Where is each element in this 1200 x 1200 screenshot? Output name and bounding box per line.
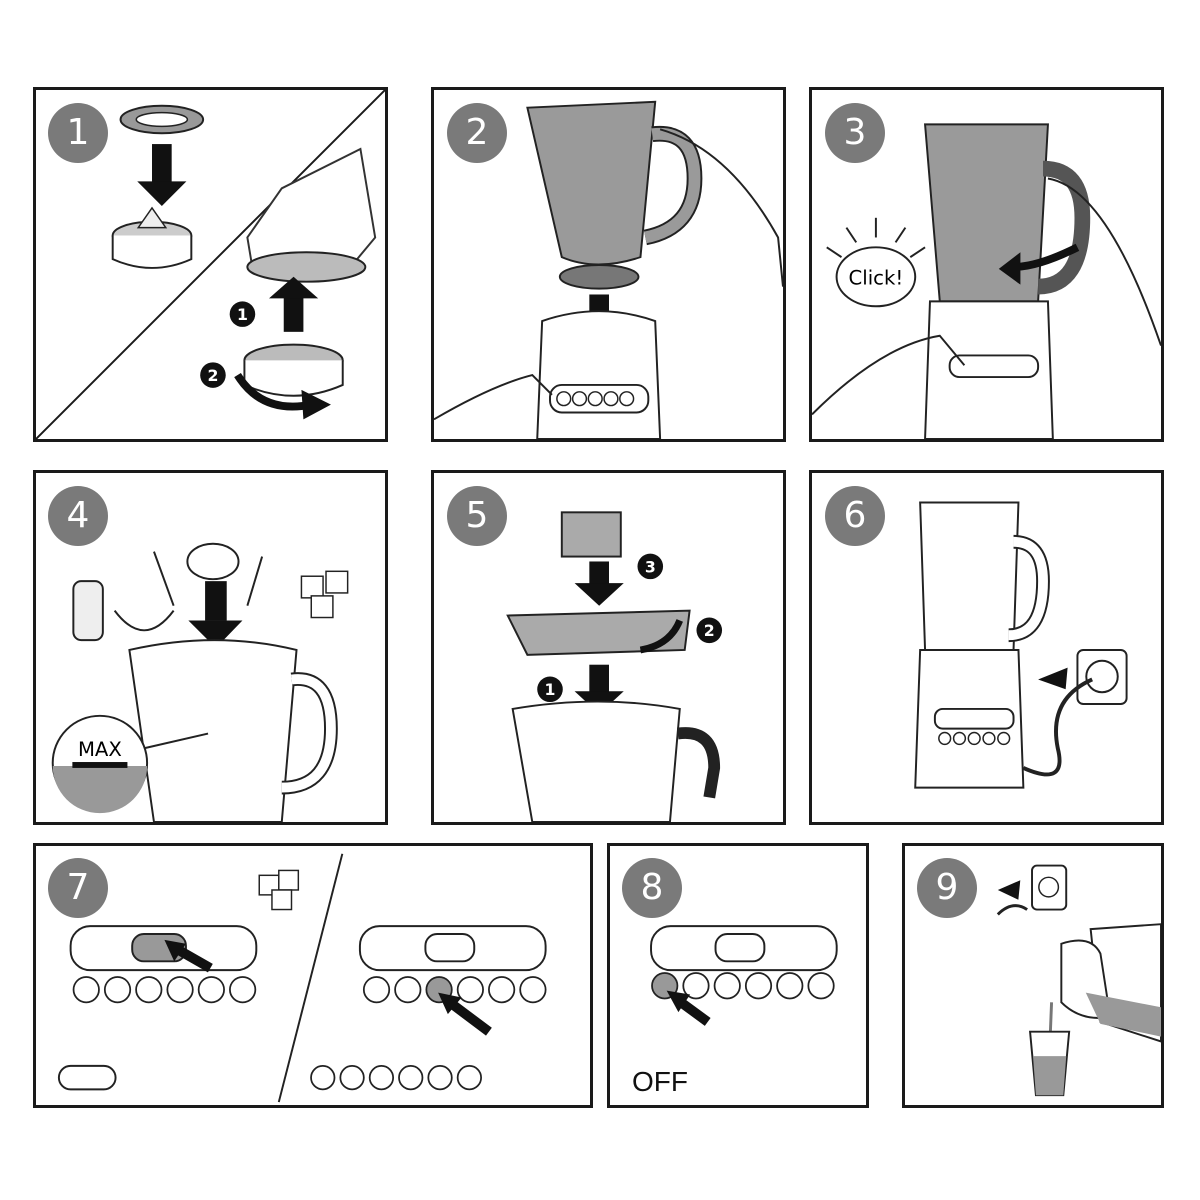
step-4-badge: 4 — [48, 486, 108, 546]
click-callout: Click! — [849, 267, 904, 290]
step-2-illustration — [434, 100, 783, 439]
step-5-badge: 5 — [447, 486, 507, 546]
step5-substep-2: 2 — [704, 621, 715, 640]
substep-1-label: 1 — [237, 305, 248, 324]
step-8-illustration — [650, 925, 838, 1026]
step-1-illustration: 1 2 — [36, 90, 385, 439]
step-4-illustration: MAX — [51, 542, 349, 822]
step-3-panel: Click! — [809, 87, 1164, 442]
step-8-badge: 8 — [622, 858, 682, 918]
step-3-illustration: Click! — [812, 123, 1161, 439]
step-9-badge: 9 — [917, 858, 977, 918]
off-label: OFF — [632, 1066, 688, 1097]
step-6-badge: 6 — [825, 486, 885, 546]
step-7-illustration — [57, 853, 547, 1103]
step-1-badge-visible: 1 — [48, 103, 108, 163]
step-2-badge: 2 — [447, 103, 507, 163]
step-1-panel: 1 1 2 — [33, 87, 388, 442]
step-4-panel: MAX — [33, 470, 388, 825]
step-7-badge: 7 — [48, 858, 108, 918]
step5-substep-1: 1 — [545, 680, 556, 699]
step-3-badge: 3 — [825, 103, 885, 163]
step-2-panel — [431, 87, 786, 442]
step-7-panel: 7 — [33, 843, 593, 1108]
substep-2-label: 2 — [207, 366, 218, 385]
step-5-illustration: 3 2 1 — [506, 511, 723, 822]
step-9-panel: 9 — [902, 843, 1164, 1108]
step-8-panel: OFF 8 — [607, 843, 869, 1108]
step-9-illustration — [996, 864, 1161, 1097]
step5-substep-3: 3 — [645, 557, 656, 576]
max-label: MAX — [78, 738, 122, 761]
step-6-illustration — [914, 501, 1128, 789]
